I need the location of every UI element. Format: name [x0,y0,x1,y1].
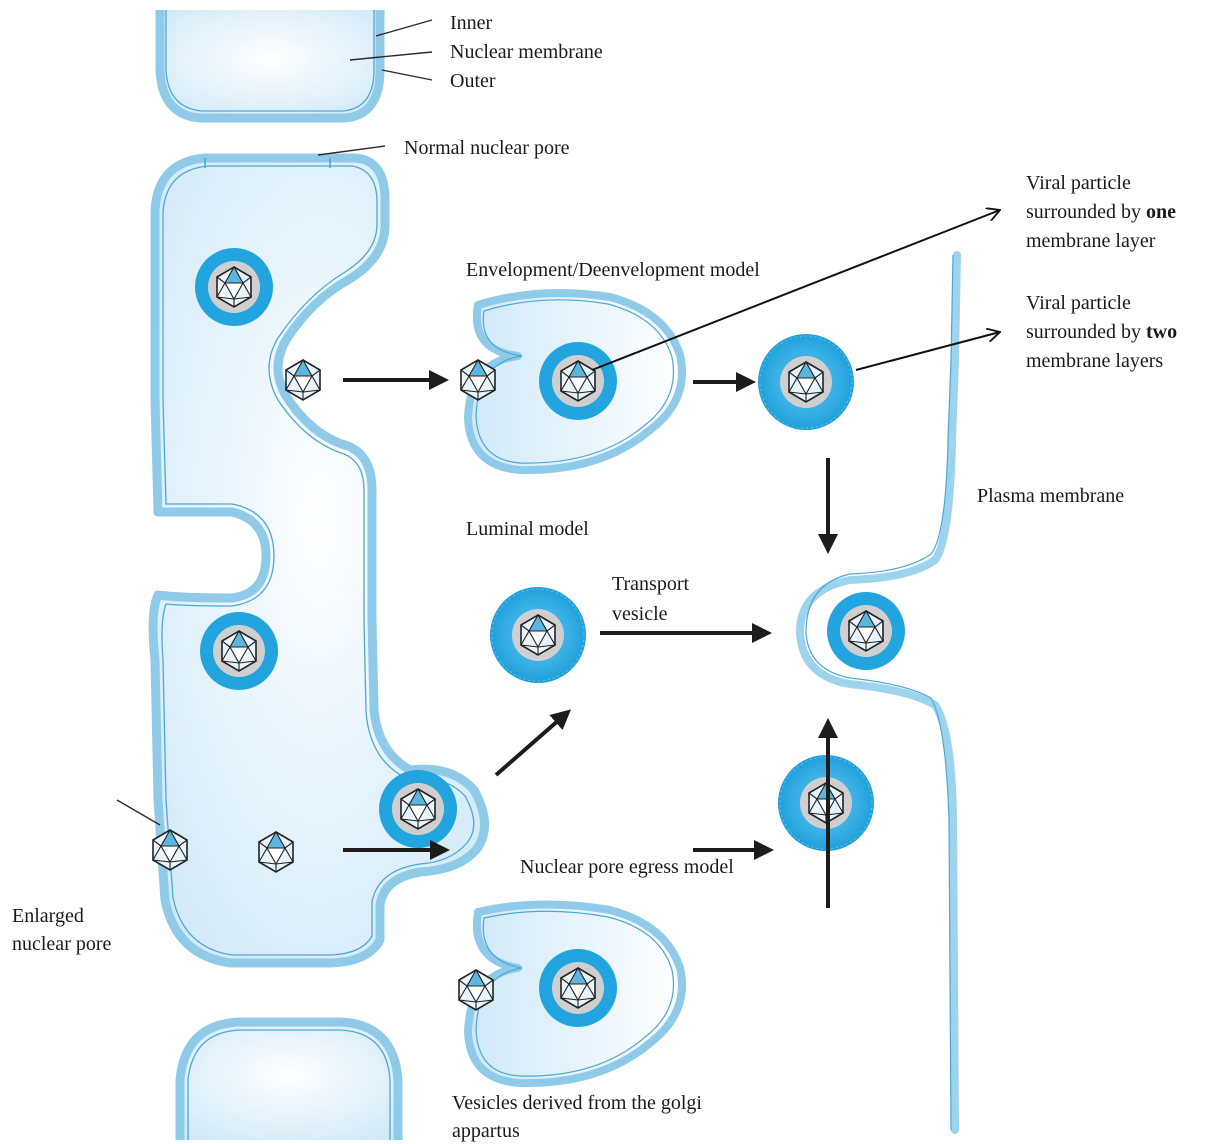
label-enlarged-line2: nuclear pore [12,933,112,955]
budding-particle-outer-membrane [379,770,457,848]
label-inner: Inner [450,12,493,34]
leader-inner [375,19,433,37]
nucleus-top-lobe [155,10,385,123]
leader-normal-pore [317,145,386,156]
label-transport-line1: Transport [612,573,689,595]
two-layer-bold: two [1146,321,1177,343]
label-nuclear-membrane: Nuclear membrane [450,41,603,63]
arrow-luminal-to-vesicle [494,709,572,777]
transport-vesicle-particle [490,587,586,683]
single-envelope-particle-golgi [539,949,617,1027]
label-two-layer-line3: membrane layers [1026,350,1163,372]
label-golgi-line2: appartus [452,1120,520,1142]
label-normal-nuclear-pore: Normal nuclear pore [404,137,570,159]
perinuclear-particle-middle [200,612,278,690]
flow-arrows [343,370,838,908]
label-two-layer-line2: surrounded by two [1026,321,1177,343]
nucleus-main-body [148,153,489,968]
callout-one-layer [591,210,1000,371]
two-layer-prefix: surrounded by [1026,321,1146,343]
one-layer-bold: one [1146,201,1176,223]
label-two-layer-line1: Viral particle [1026,292,1131,314]
double-envelope-particle-envelopment [758,334,854,430]
perinuclear-particle-top [195,248,273,326]
callout-two-layers [855,332,1000,371]
label-outer: Outer [450,70,496,92]
leader-outer [381,69,433,81]
label-one-layer-line3: membrane layer [1026,230,1156,252]
label-envelopment-model: Envelopment/Deenvelopment model [466,259,760,281]
nucleus-bottom-lobe [175,1017,403,1140]
label-transport-line2: vesicle [612,603,668,625]
label-one-layer-line1: Viral particle [1026,172,1131,194]
leader-lines [116,19,1000,826]
label-enlarged-line1: Enlarged [12,905,84,927]
one-layer-prefix: surrounded by [1026,201,1146,223]
leader-nuclear-membrane [349,51,433,61]
single-envelope-particle-envelopment [539,342,617,420]
plasma-membrane [795,251,961,1134]
particle-at-plasma-membrane [827,592,905,670]
budding-capsid-nucleus [285,359,321,401]
label-nuclear-pore-egress-model: Nuclear pore egress model [520,856,734,878]
leader-enlarged-pore [116,799,161,826]
label-luminal-model: Luminal model [466,518,589,540]
label-one-layer-line2: surrounded by one [1026,201,1176,223]
label-plasma-membrane: Plasma membrane [977,485,1124,507]
label-golgi-line1: Vesicles derived from the golgi [452,1092,702,1114]
